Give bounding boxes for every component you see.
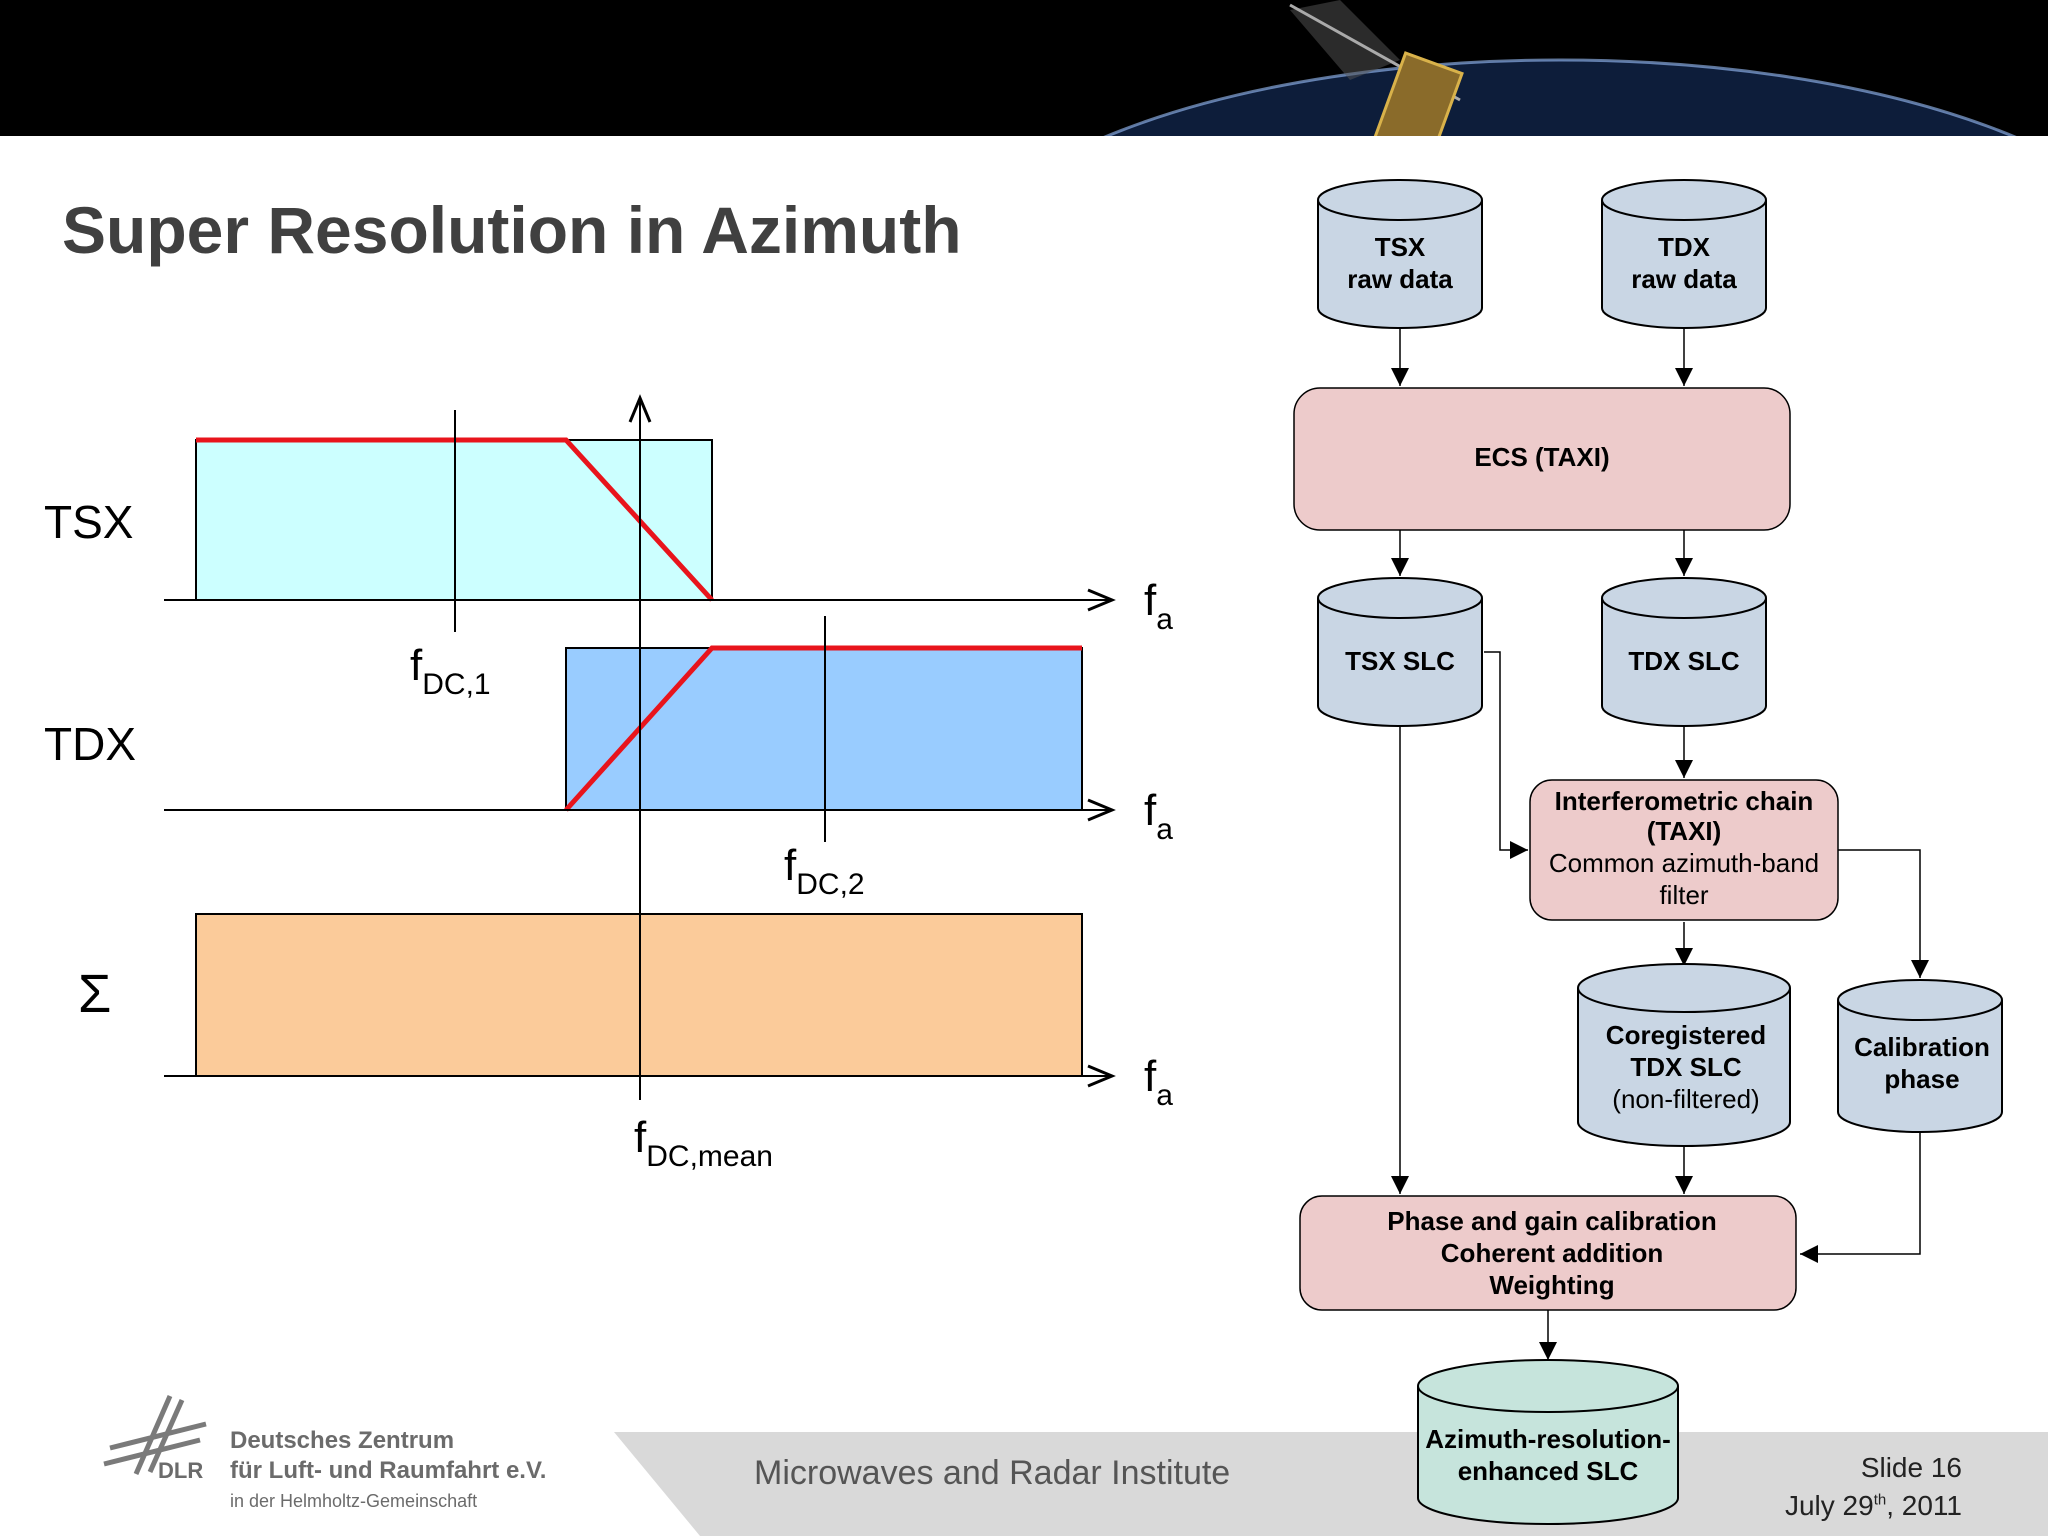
slide-title: Super Resolution in Azimuth xyxy=(62,193,962,267)
fdc-mean-label: fDC,mean xyxy=(634,1113,773,1173)
svg-text:raw data: raw data xyxy=(1631,264,1737,294)
dlr-abbreviation: DLR xyxy=(158,1458,204,1483)
svg-text:Calibration: Calibration xyxy=(1854,1032,1990,1062)
svg-text:phase: phase xyxy=(1884,1064,1959,1094)
row-label-tdx: TDX xyxy=(44,718,136,770)
svg-text:raw data: raw data xyxy=(1347,264,1453,294)
sum-axis-label: fa xyxy=(1144,1052,1173,1112)
tsx-filter-line xyxy=(196,437,714,602)
svg-text:ECS (TAXI): ECS (TAXI) xyxy=(1474,442,1609,472)
tdx-raw-data-node: TDX raw data xyxy=(1601,179,1767,329)
satellite-icon xyxy=(1289,3,1464,136)
svg-text:Coregistered: Coregistered xyxy=(1606,1020,1766,1050)
dlr-organization-name: Deutsches Zentrum für Luft- und Raumfahr… xyxy=(230,1427,547,1511)
tdx-filter-line xyxy=(564,645,1082,812)
tdx-slc-node: TDX SLC xyxy=(1601,577,1767,727)
ecs-process-node: ECS (TAXI) xyxy=(1293,387,1791,531)
calibration-phase-node: Calibration phase xyxy=(1837,979,2003,1133)
svg-text:Interferometric chain: Interferometric chain xyxy=(1555,786,1814,816)
svg-text:TSX SLC: TSX SLC xyxy=(1345,646,1455,676)
interferometric-chain-node: Interferometric chain (TAXI) Common azim… xyxy=(1529,779,1839,921)
svg-text:TDX SLC: TDX SLC xyxy=(1628,646,1739,676)
footer-band xyxy=(614,1432,2048,1536)
svg-text:Azimuth-resolution-: Azimuth-resolution- xyxy=(1425,1424,1671,1454)
output-slc-node: Azimuth-resolution- enhanced SLC xyxy=(1417,1359,1679,1525)
svg-text:Common azimuth-band: Common azimuth-band xyxy=(1549,848,1819,878)
svg-text:TSX: TSX xyxy=(1375,232,1426,262)
arrow-calib-to-phase xyxy=(1800,1132,1921,1263)
row-label-sum: Σ xyxy=(78,964,111,1024)
svg-text:(non-filtered): (non-filtered) xyxy=(1612,1084,1759,1114)
row-label-tsx: TSX xyxy=(44,496,133,548)
spectrum-diagram: TSX fa fDC,1 TDX fa fDC,2 Σ fa fDC,mean xyxy=(44,394,1173,1173)
phase-gain-calibration-node: Phase and gain calibration Coherent addi… xyxy=(1299,1195,1797,1311)
slide-number: Slide 16 xyxy=(1860,1452,1962,1483)
svg-text:TDX: TDX xyxy=(1658,232,1711,262)
arrow-tsx-slc-to-interf xyxy=(1484,651,1528,859)
fdc1-label: fDC,1 xyxy=(410,641,491,701)
arrow-interf-to-calib xyxy=(1838,849,1929,978)
svg-text:Weighting: Weighting xyxy=(1489,1270,1614,1300)
earth-graphic xyxy=(1107,60,2013,136)
tsx-axis-label: fa xyxy=(1144,576,1173,636)
svg-text:filter: filter xyxy=(1659,880,1708,910)
fdc2-label: fDC,2 xyxy=(784,841,865,901)
dlr-logo-icon xyxy=(103,1395,207,1475)
tsx-slc-node: TSX SLC xyxy=(1317,577,1483,727)
coregistered-tdx-slc-node: Coregistered TDX SLC (non-filtered) xyxy=(1577,963,1791,1147)
svg-text:Coherent addition: Coherent addition xyxy=(1441,1238,1663,1268)
svg-text:(TAXI): (TAXI) xyxy=(1647,816,1722,846)
tdx-axis-label: fa xyxy=(1144,786,1173,846)
slide-date: July 29th, 2011 xyxy=(1784,1490,1962,1521)
earth-satellite-image xyxy=(0,0,2048,136)
svg-text:enhanced SLC: enhanced SLC xyxy=(1458,1456,1639,1486)
processing-flowchart: TSX raw data TDX raw data ECS (TAXI) TSX… xyxy=(1293,179,2003,1360)
tsx-raw-data-node: TSX raw data xyxy=(1317,179,1483,329)
svg-text:Phase and gain calibration: Phase and gain calibration xyxy=(1387,1206,1716,1236)
footer-institute: Microwaves and Radar Institute xyxy=(754,1454,1231,1492)
header-banner xyxy=(0,0,2048,136)
svg-text:TDX SLC: TDX SLC xyxy=(1630,1052,1741,1082)
